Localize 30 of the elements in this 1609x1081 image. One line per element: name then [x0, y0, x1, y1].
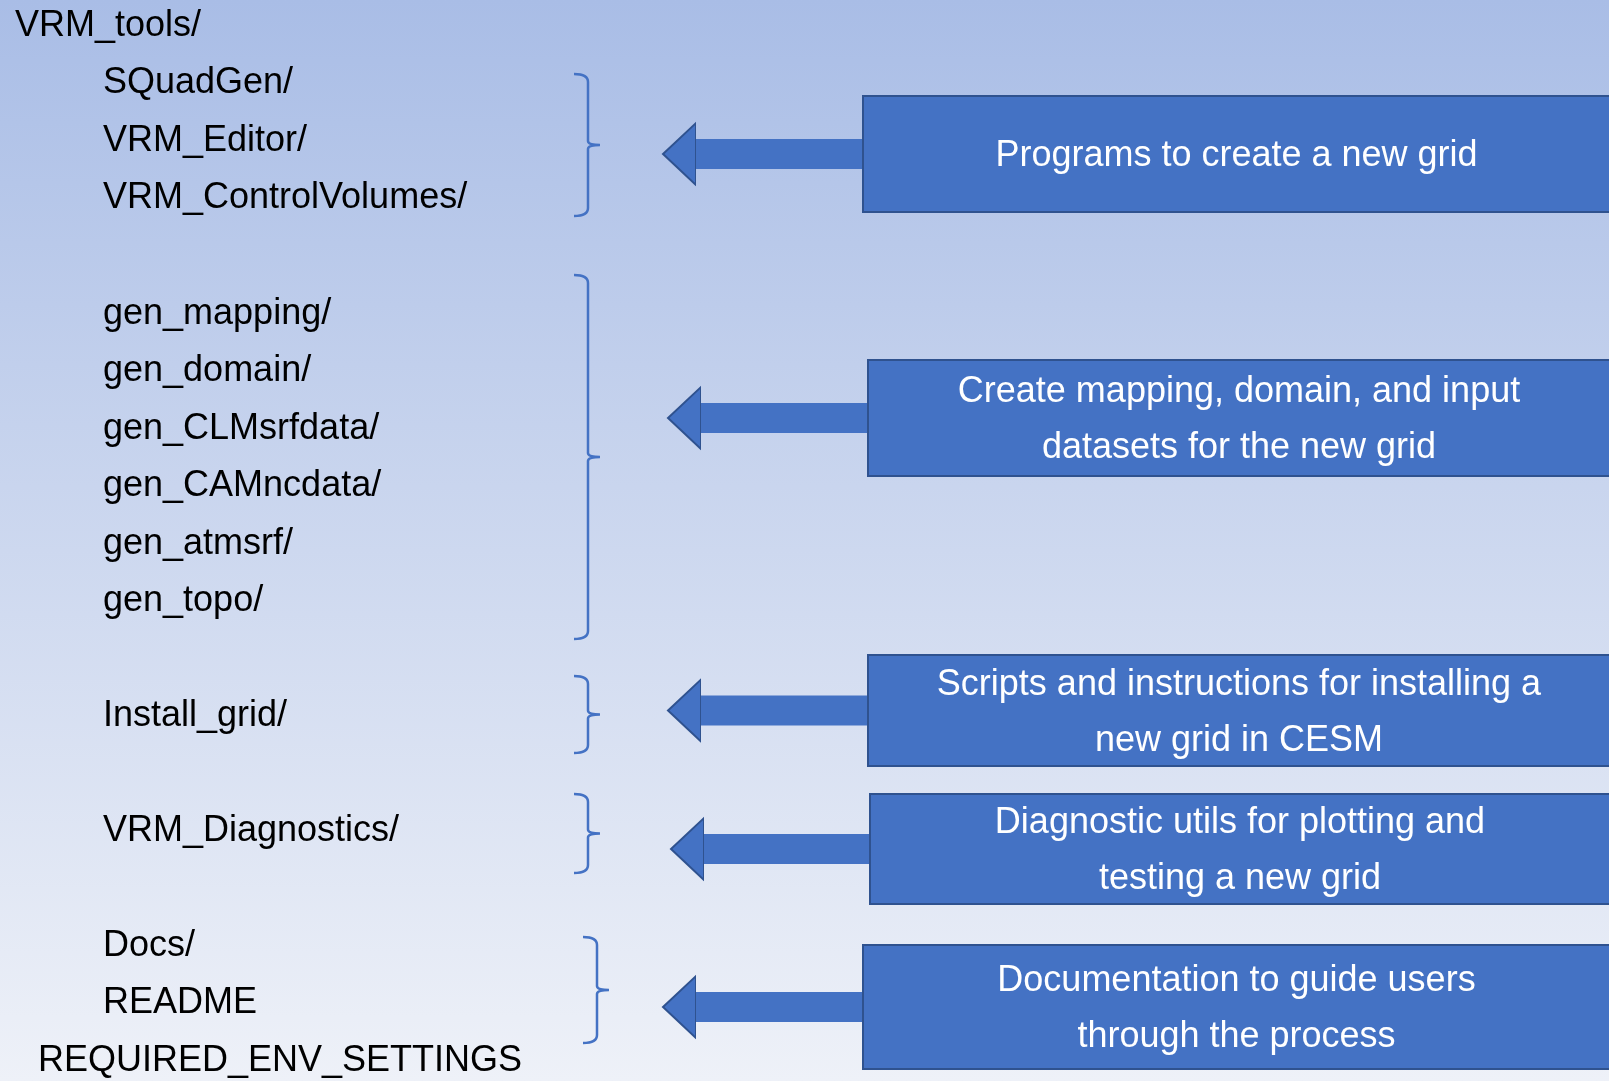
folder-name: VRM_Diagnostics/: [103, 809, 400, 849]
callout-box: [867, 654, 1609, 767]
folder-name: gen_CLMsrfdata/: [103, 407, 380, 447]
block-arrow: [662, 975, 862, 1039]
folder-name: REQUIRED_ENV_SETTINGS: [38, 1039, 523, 1079]
folder-name: gen_domain/: [103, 349, 312, 389]
folder-name: README: [103, 981, 258, 1021]
folder-name: gen_CAMncdata/: [103, 464, 382, 504]
folder-name: Docs/: [103, 924, 196, 964]
callout-box: [862, 95, 1609, 213]
block-arrow: [667, 386, 867, 450]
block-arrow: [667, 678, 867, 743]
folder-name: SQuadGen/: [103, 61, 294, 101]
folder-name: gen_topo/: [103, 579, 264, 619]
callout-text: Diagnostic utils for plotting and testing a new grid: [993, 799, 1487, 899]
folder-name: Install_grid/: [103, 694, 288, 734]
folder-name: gen_mapping/: [103, 292, 332, 332]
callout-box: [869, 793, 1609, 905]
callout-box: [862, 944, 1609, 1070]
callout-box: [867, 359, 1609, 477]
callout-text: Create mapping, domain, and input datasets for the new grid: [956, 368, 1522, 468]
folder-name: VRM_ControlVolumes/: [103, 176, 468, 216]
folder-name: gen_atmsrf/: [103, 522, 294, 562]
root-folder-name: VRM_tools/: [15, 4, 202, 44]
folder-name: VRM_Editor/: [103, 119, 308, 159]
callout-text: Documentation to guide users through the process: [996, 957, 1477, 1057]
block-arrow: [670, 817, 869, 881]
callout-text: Programs to create a new grid: [994, 132, 1479, 176]
block-arrow: [662, 122, 862, 186]
callout-text: Scripts and instructions for installing a new grid in CESM: [935, 660, 1543, 761]
